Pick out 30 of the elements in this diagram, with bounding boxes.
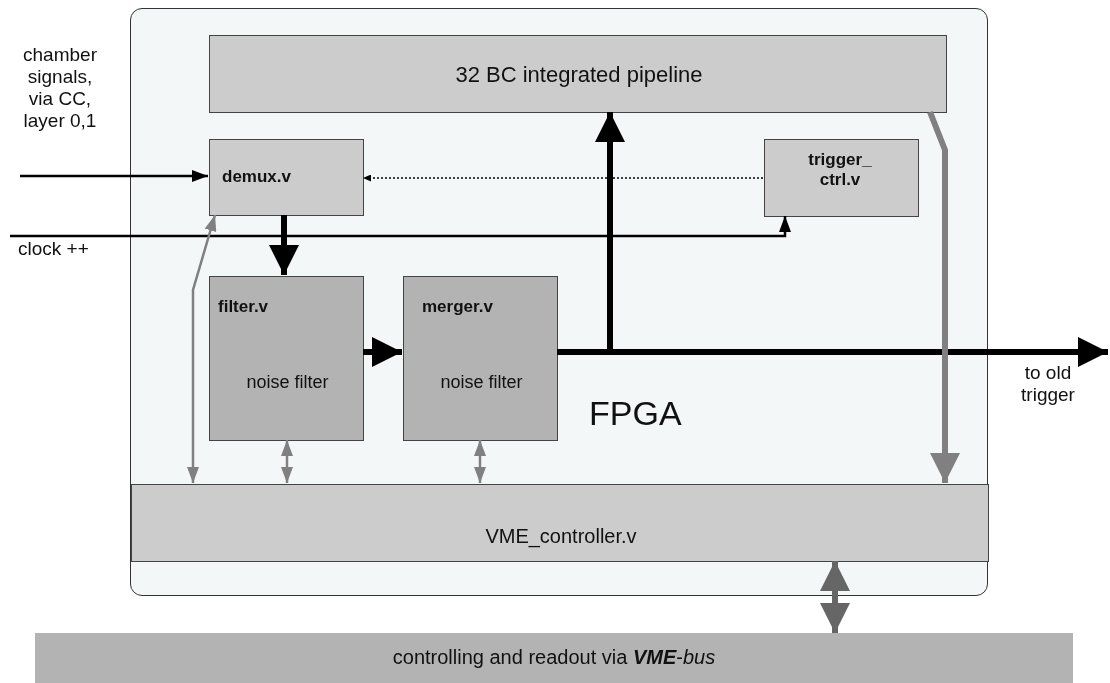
arrow bbox=[474, 440, 486, 483]
module-box bbox=[764, 139, 919, 217]
module-label: VME_controller.v bbox=[484, 525, 638, 548]
bus-bar bbox=[35, 633, 1073, 683]
arrow bbox=[281, 440, 293, 483]
module-box bbox=[209, 139, 364, 216]
chip-label: FPGA bbox=[589, 394, 683, 434]
module-label: 32 BC integrated pipeline bbox=[454, 62, 704, 88]
controller-bar bbox=[131, 484, 989, 562]
arrow bbox=[820, 561, 850, 633]
output-label: to old trigger bbox=[1020, 362, 1076, 406]
arrow bbox=[269, 215, 299, 275]
input-label: clock ++ bbox=[18, 238, 90, 260]
module-label: trigger_ ctrl.v bbox=[807, 150, 873, 190]
arrow bbox=[363, 337, 402, 367]
arrow bbox=[10, 216, 791, 238]
module-label: filter.v bbox=[218, 297, 270, 317]
module-label: merger.v bbox=[422, 297, 494, 317]
arrow bbox=[187, 214, 218, 483]
module-label: demux.v bbox=[222, 167, 292, 187]
function-label: noise filter bbox=[439, 372, 524, 393]
arrow bbox=[362, 174, 764, 182]
input-label: chamber signals, via CC, layer 0,1 bbox=[22, 44, 98, 132]
bus-label: controlling and readout via VME-bus bbox=[391, 646, 717, 669]
function-label: noise filter bbox=[245, 372, 330, 393]
fpga-container bbox=[130, 8, 988, 596]
pipeline-box bbox=[209, 35, 947, 113]
filter-box bbox=[403, 276, 558, 441]
filter-box bbox=[209, 276, 364, 441]
arrow bbox=[20, 170, 208, 182]
